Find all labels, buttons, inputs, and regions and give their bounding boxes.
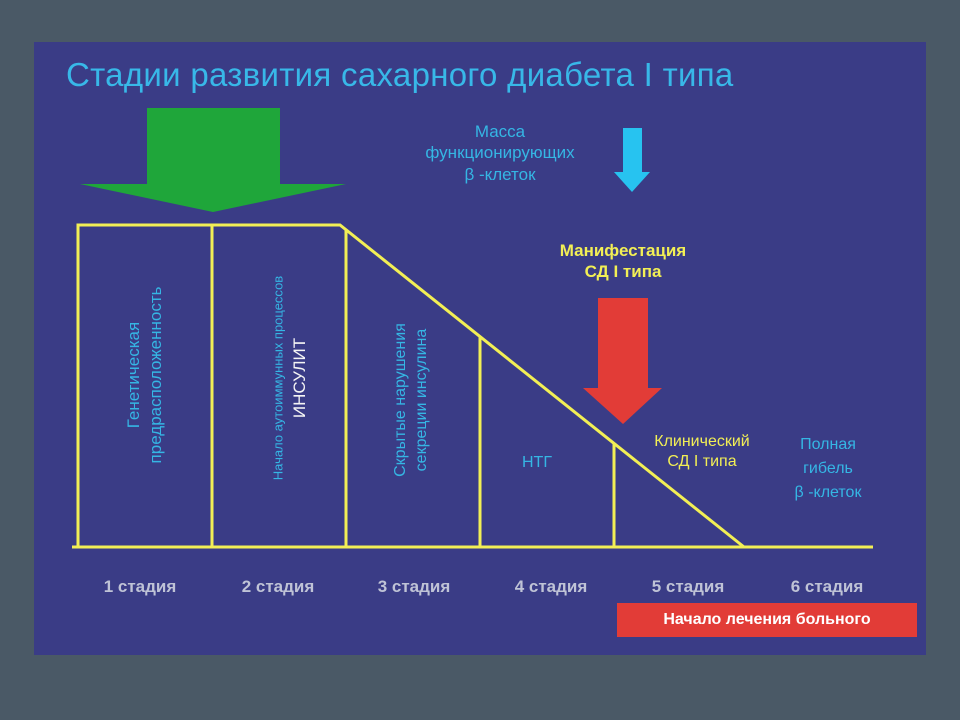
page-title: Стадии развития сахарного диабета I типа <box>66 56 734 93</box>
stage-label-3: 3 стадия <box>377 577 451 596</box>
stage-6-line-3: β -клеток <box>794 484 862 501</box>
stage-1-line-1: Генетическая <box>123 321 143 429</box>
stage-5-description: Клинический СД I типа <box>622 432 782 472</box>
stage-1-description: Генетическая предрасположенность <box>123 287 167 464</box>
beta-mass-line-2: функционирующих <box>425 143 575 163</box>
stage-label-5: 5 стадия <box>651 577 725 596</box>
stage-1-line-2: предрасположенность <box>146 286 165 464</box>
stage-3-line-1: Скрытые нарушения <box>392 323 410 477</box>
manifestation-line-1: Манифестация <box>559 241 687 260</box>
stage-6-line-1: Полная <box>800 436 856 453</box>
manifestation-label: Манифестация СД I типа <box>512 240 734 283</box>
stage-6-line-2: гибель <box>803 460 853 477</box>
stage-2-insulitis: ИНСУЛИТ <box>289 337 309 419</box>
manifestation-line-2: СД I типа <box>584 262 662 282</box>
stage-label-1: 1 стадия <box>103 577 177 596</box>
stage-2-small-text: Начало аутоиммунных процессов <box>270 275 286 481</box>
stage-4-description: НТГ <box>522 454 552 471</box>
stage-2-description: Начало аутоиммунных процессов <box>271 276 288 480</box>
stage-label-2: 2 стадия <box>241 577 315 596</box>
stage-3-description: Скрытые нарушения секреции инсулина <box>391 323 433 477</box>
beta-mass-line-3: β -клеток <box>464 164 536 184</box>
beta-mass-line-1: Масса <box>474 122 526 141</box>
treatment-start-badge: Начало лечения больного <box>617 603 917 637</box>
beta-mass-label: Масса функционирующих β -клеток <box>380 121 620 185</box>
stage-label-4: 4 стадия <box>514 577 588 596</box>
stage-6-description: Полная гибель β -клеток <box>772 433 884 505</box>
stage-3-line-2: секреции инсулина <box>413 328 430 472</box>
stage-label-6: 6 стадия <box>790 577 864 596</box>
stage-5-line-1: Клинический <box>654 433 750 450</box>
stage-5-line-2: СД I типа <box>667 453 737 470</box>
